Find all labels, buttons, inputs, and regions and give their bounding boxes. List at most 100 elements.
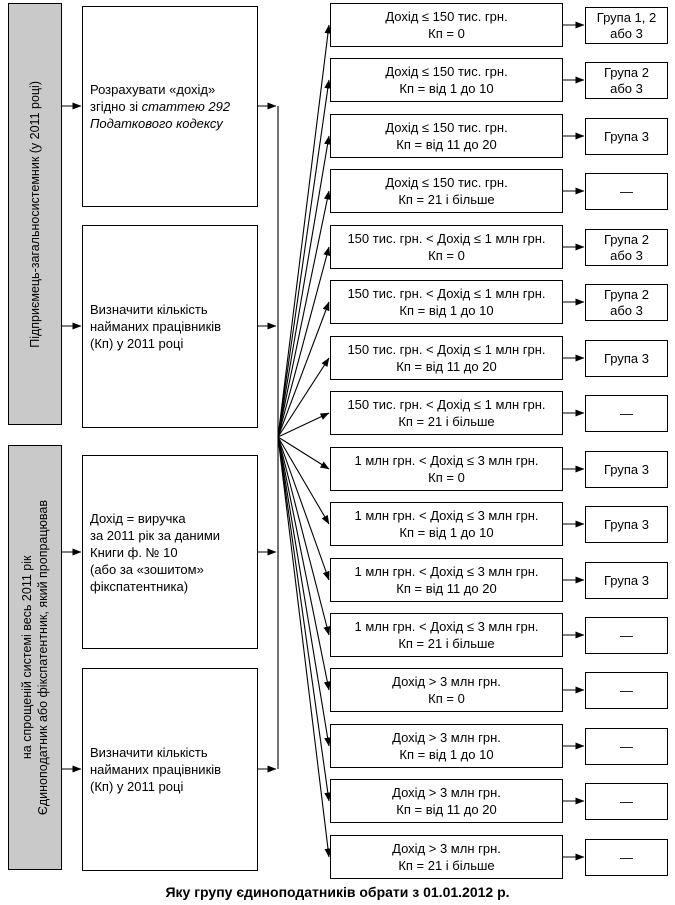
condition-line2: Кп = від 1 до 10 xyxy=(399,525,494,540)
result-box: — xyxy=(585,672,668,709)
result-line1: — xyxy=(620,849,633,865)
fan-arrow xyxy=(277,436,330,525)
result-box: — xyxy=(585,617,668,654)
fan-arrow xyxy=(277,412,330,438)
result-line1: Група 3 xyxy=(603,572,649,588)
fan-arrow xyxy=(277,436,330,470)
result-line1: Група 3 xyxy=(603,461,649,477)
condition-line2: Кп = 0 xyxy=(428,248,465,263)
result-box: — xyxy=(585,783,668,820)
condition-line1: Дохід ≤ 150 тис. грн. xyxy=(385,175,508,190)
result-line2: або 3 xyxy=(610,25,643,41)
result-line1: Група 2 xyxy=(603,64,649,80)
process-text-line: Розрахувати «дохід» xyxy=(90,82,216,97)
decision-row: Дохід > 3 млн грн. Кп = від 11 до 20 — xyxy=(0,779,675,823)
decision-row: Дохід ≤ 150 тис. грн. Кп = від 11 до 20 … xyxy=(0,114,675,158)
condition-box: Дохід > 3 млн грн. Кп = 21 і більше xyxy=(330,835,563,879)
condition-line1: 1 млн грн. < Дохід ≤ 3 млн грн. xyxy=(354,508,539,523)
result-box: — xyxy=(585,728,668,765)
condition-line1: 150 тис. грн. < Дохід ≤ 1 млн грн. xyxy=(347,397,546,412)
condition-line1: 150 тис. грн. < Дохід ≤ 1 млн грн. xyxy=(347,231,546,246)
condition-line2: Кп = 0 xyxy=(428,691,465,706)
decision-row: 150 тис. грн. < Дохід ≤ 1 млн грн. Кп = … xyxy=(0,391,675,435)
fan-arrow xyxy=(277,436,332,858)
condition-line2: Кп = від 11 до 20 xyxy=(396,137,497,152)
result-line1: Група 3 xyxy=(603,350,649,366)
process-text-line: (Кп) у 2011 році xyxy=(90,336,184,351)
condition-line1: 150 тис. грн. < Дохід ≤ 1 млн грн. xyxy=(347,286,546,301)
result-box: Група 2 або 3 xyxy=(585,284,668,321)
decision-row: Дохід ≤ 150 тис. грн. Кп = 0 Група 1, 2 … xyxy=(0,3,675,47)
condition-line2: Кп = 0 xyxy=(428,470,465,485)
process-text-line: Визначити кількість xyxy=(90,302,208,317)
process-text-line: найманих працівників xyxy=(90,762,222,777)
diagram-caption: Яку групу єдиноподатників обрати з 01.01… xyxy=(165,884,510,900)
process-text-line: Дохід = виручка xyxy=(90,510,186,526)
result-box: Група 2 або 3 xyxy=(585,62,668,99)
condition-line2: Кп = від 11 до 20 xyxy=(396,359,497,374)
condition-line2: Кп = 21 і більше xyxy=(398,414,495,429)
process-box-income-revenue: Дохід = виручка за 2011 рік за даними Кн… xyxy=(82,455,258,649)
condition-line1: Дохід ≤ 150 тис. грн. xyxy=(385,9,508,24)
condition-box: 1 млн грн. < Дохід ≤ 3 млн грн. Кп = від… xyxy=(330,558,563,602)
result-box: — xyxy=(585,839,668,876)
result-line1: Група 3 xyxy=(603,128,649,144)
process-text-line: (Кп) у 2011 році xyxy=(90,779,184,794)
process-text-line: Податкового кодексу xyxy=(90,116,223,131)
process-box-count-employees-general: Визначити кількість найманих працівників… xyxy=(82,225,258,428)
result-line1: — xyxy=(620,738,633,754)
condition-line1: Дохід > 3 млн грн. xyxy=(392,674,501,689)
fan-arrow xyxy=(277,436,331,691)
result-box: — xyxy=(585,173,668,210)
condition-box: Дохід ≤ 150 тис. грн. Кп = 0 xyxy=(330,3,563,47)
fan-arrow xyxy=(277,79,332,438)
decision-row: Дохід > 3 млн грн. Кп = 21 і більше — xyxy=(0,835,675,879)
decision-row: 1 млн грн. < Дохід ≤ 3 млн грн. Кп = від… xyxy=(0,502,675,546)
fan-arrow xyxy=(277,190,331,438)
condition-box: 1 млн грн. < Дохід ≤ 3 млн грн. Кп = від… xyxy=(330,502,563,546)
condition-line2: Кп = від 11 до 20 xyxy=(396,581,497,596)
decision-row: Дохід ≤ 150 тис. грн. Кп = 21 і більше — xyxy=(0,169,675,213)
decision-row: 150 тис. грн. < Дохід ≤ 1 млн грн. Кп = … xyxy=(0,336,675,380)
result-box: Група 3 xyxy=(585,340,668,377)
condition-box: 150 тис. грн. < Дохід ≤ 1 млн грн. Кп = … xyxy=(330,336,563,380)
process-text-line: (або за «зошитом» xyxy=(90,561,204,577)
condition-line1: 1 млн грн. < Дохід ≤ 3 млн грн. xyxy=(354,619,539,634)
category-bar-single-tax: Єдиноподатник або фікспатентник, який пр… xyxy=(8,445,62,870)
condition-box: Дохід > 3 млн грн. Кп = від 1 до 10 xyxy=(330,724,563,768)
decision-row: 150 тис. грн. < Дохід ≤ 1 млн грн. Кп = … xyxy=(0,280,675,324)
fan-arrow xyxy=(277,24,332,438)
condition-box: 1 млн грн. < Дохід ≤ 3 млн грн. Кп = 0 xyxy=(330,447,563,491)
process-text-line: за 2011 рік за даними xyxy=(90,527,221,543)
condition-line1: 1 млн грн. < Дохід ≤ 3 млн грн. xyxy=(354,564,539,579)
process-text-line: фікспатентника) xyxy=(90,578,189,594)
condition-line1: Дохід > 3 млн грн. xyxy=(392,841,501,856)
result-line1: — xyxy=(620,682,633,698)
fan-arrow xyxy=(277,301,330,438)
condition-line1: 1 млн грн. < Дохід ≤ 3 млн грн. xyxy=(354,453,539,468)
decision-row: Дохід > 3 млн грн. Кп = від 1 до 10 — xyxy=(0,724,675,768)
result-box: Група 3 xyxy=(585,562,668,599)
fan-arrow xyxy=(277,436,331,636)
condition-box: Дохід > 3 млн грн. Кп = 0 xyxy=(330,668,563,712)
condition-box: 150 тис. грн. < Дохід ≤ 1 млн грн. Кп = … xyxy=(330,280,563,324)
condition-line2: Кп = від 1 до 10 xyxy=(399,81,494,96)
condition-line2: Кп = 0 xyxy=(428,26,465,41)
condition-box: 1 млн грн. < Дохід ≤ 3 млн грн. Кп = 21 … xyxy=(330,613,563,657)
condition-line1: Дохід ≤ 150 тис. грн. xyxy=(385,120,508,135)
result-box: — xyxy=(585,395,668,432)
fan-arrow xyxy=(277,357,330,438)
condition-box: 150 тис. грн. < Дохід ≤ 1 млн грн. Кп = … xyxy=(330,225,563,269)
fan-arrow xyxy=(277,246,331,438)
process-box-count-employees-single-tax: Визначити кількість найманих працівників… xyxy=(82,668,258,871)
decision-row: Дохід ≤ 150 тис. грн. Кп = від 1 до 10 Г… xyxy=(0,58,675,102)
condition-line1: 150 тис. грн. < Дохід ≤ 1 млн грн. xyxy=(347,342,546,357)
condition-line2: Кп = від 1 до 10 xyxy=(399,747,494,762)
result-line1: — xyxy=(620,405,633,421)
result-line2: або 3 xyxy=(610,302,643,318)
decision-row: 1 млн грн. < Дохід ≤ 3 млн грн. Кп = від… xyxy=(0,558,675,602)
result-line1: Група 2 xyxy=(603,286,649,302)
result-line1: — xyxy=(620,627,633,643)
